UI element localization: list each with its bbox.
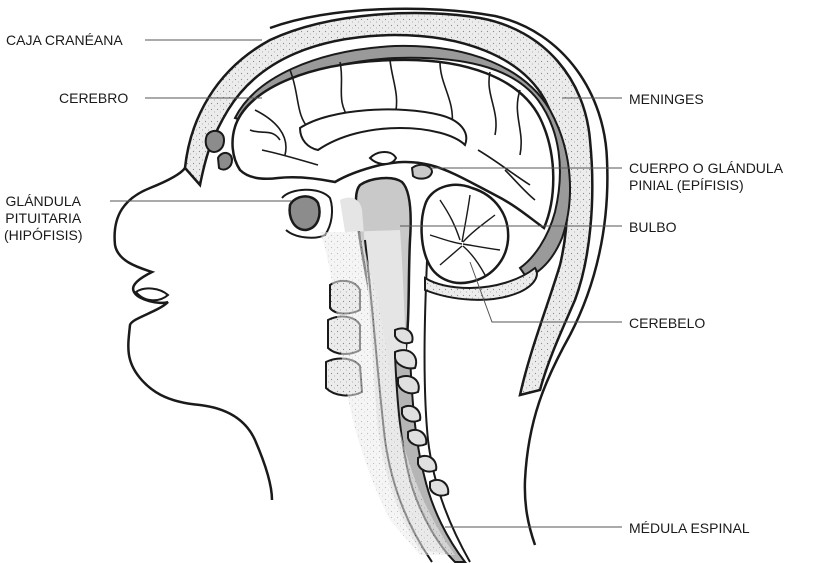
cerebellum bbox=[422, 185, 509, 283]
lateral-ventricle bbox=[370, 152, 396, 164]
label-medula-espinal: MÉDULA ESPINAL bbox=[629, 520, 750, 537]
pineal-gland bbox=[412, 165, 432, 179]
label-cuerpo-glandula-pinial: CUERPO O GLÁNDULA PINIAL (EPÍFISIS) bbox=[629, 160, 783, 194]
label-meninges: MENINGES bbox=[629, 91, 704, 108]
label-cerebelo: CEREBELO bbox=[629, 315, 705, 332]
label-line: PITUITARIA bbox=[4, 210, 83, 227]
label-cerebro: CEREBRO bbox=[59, 90, 128, 107]
pituitary-gland bbox=[290, 196, 320, 230]
label-caja-craneana: CAJA CRANÉANA bbox=[6, 32, 123, 49]
label-line: CUERPO O GLÁNDULA bbox=[629, 160, 783, 177]
sphenoid-sinus bbox=[218, 153, 232, 170]
frontal-sinus bbox=[206, 131, 224, 152]
label-line: GLÁNDULA bbox=[4, 193, 83, 210]
label-bulbo: BULBO bbox=[629, 219, 676, 236]
label-line: PINIAL (EPÍFISIS) bbox=[629, 177, 783, 194]
label-line: (HIPÓFISIS) bbox=[4, 227, 83, 244]
label-glandula-pituitaria: GLÁNDULA PITUITARIA (HIPÓFISIS) bbox=[4, 193, 83, 244]
